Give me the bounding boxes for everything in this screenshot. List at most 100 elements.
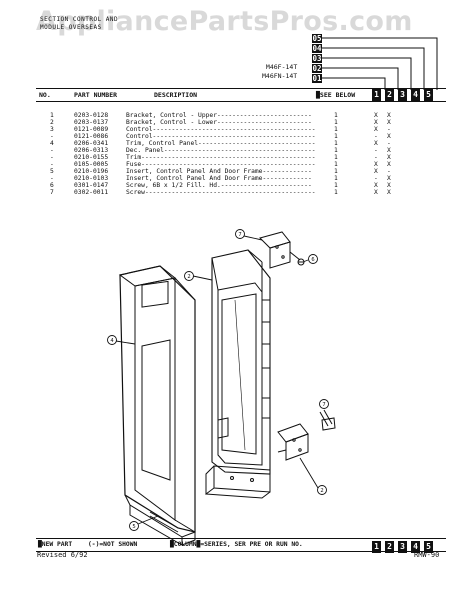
row-c2: X bbox=[387, 182, 391, 189]
right-bracket bbox=[277, 423, 309, 461]
row-no: 6 bbox=[50, 182, 54, 189]
row-part: 0210-0155 bbox=[74, 154, 109, 161]
row-desc: Fuse------------------------------------… bbox=[126, 161, 316, 168]
row-qty: 1 bbox=[334, 147, 338, 154]
row-desc: Insert, Control Panel And Door Frame----… bbox=[126, 175, 312, 182]
row-desc: Control---------------------------------… bbox=[126, 133, 316, 140]
col-num-3: 3 bbox=[398, 89, 407, 101]
model-numbers: M46F-14T M46FN-14T bbox=[262, 63, 297, 81]
row-no: 7 bbox=[50, 189, 54, 196]
row-c1: - bbox=[374, 175, 378, 182]
control-panel bbox=[211, 249, 271, 475]
row-c1: X bbox=[374, 112, 378, 119]
row-qty: 1 bbox=[334, 189, 338, 196]
row-no: - bbox=[50, 133, 54, 140]
footer-num-5: 5 bbox=[424, 541, 433, 553]
row-part: 0302-0011 bbox=[74, 189, 109, 196]
row-c1: X bbox=[374, 189, 378, 196]
table-header: NO. PART NUMBER DESCRIPTION █SEE BELOW 1… bbox=[36, 88, 446, 102]
table-row: - 0210-0155 Trim------------------------… bbox=[36, 154, 446, 161]
table-row: - 0210-0103 Insert, Control Panel And Do… bbox=[36, 175, 446, 182]
row-c2: - bbox=[387, 126, 391, 133]
callout-4 bbox=[107, 335, 117, 345]
row-desc: Screw-----------------------------------… bbox=[126, 189, 316, 196]
column-box-03: 03 bbox=[312, 54, 322, 63]
row-qty: 1 bbox=[334, 119, 338, 126]
section-title-line1: SECTION CONTROL AND bbox=[40, 16, 119, 23]
column-legend: █COLUMN█=SERIES, SER PRE OR RUN NO. bbox=[170, 541, 303, 548]
callout-label: 6 bbox=[311, 257, 314, 263]
row-c2: X bbox=[387, 189, 391, 196]
callout-2-bottom bbox=[317, 485, 327, 495]
row-part: 0210-0196 bbox=[74, 168, 109, 175]
footer-num-3: 3 bbox=[398, 541, 407, 553]
row-desc: Trim, Control Panel---------------------… bbox=[126, 140, 316, 147]
section-title-line2: MODULE OVERSEAS bbox=[40, 24, 102, 31]
row-qty: 1 bbox=[334, 140, 338, 147]
row-c2: - bbox=[387, 168, 391, 175]
row-desc: Dec. Panel------------------------------… bbox=[126, 147, 316, 154]
revised-date: Revised 6/92 bbox=[37, 551, 88, 559]
row-qty: 1 bbox=[334, 161, 338, 168]
row-c2: - bbox=[387, 140, 391, 147]
row-qty: 1 bbox=[334, 126, 338, 133]
row-part: 0210-0103 bbox=[74, 175, 109, 182]
callout-bubbles bbox=[107, 229, 329, 531]
row-no: - bbox=[50, 147, 54, 154]
row-qty: 1 bbox=[334, 182, 338, 189]
row-c2: X bbox=[387, 112, 391, 119]
row-no: - bbox=[50, 154, 54, 161]
section-title: SECTION CONTROL AND MODULE OVERSEAS bbox=[40, 16, 118, 32]
table-row: 3 0121-0089 Control---------------------… bbox=[36, 126, 446, 133]
row-desc: Screw, 6B x 1/2 Fill. Hd.---------------… bbox=[126, 182, 312, 189]
not-shown-legend: (-)=NOT SHOWN bbox=[88, 541, 138, 548]
row-part: 0301-0147 bbox=[74, 182, 109, 189]
row-part: 0203-0137 bbox=[74, 119, 109, 126]
row-c1: - bbox=[374, 154, 378, 161]
row-c1: X bbox=[374, 140, 378, 147]
screw-right bbox=[319, 409, 336, 431]
table-row: 7 0302-0011 Screw-----------------------… bbox=[36, 189, 446, 196]
footer-num-1: 1 bbox=[372, 541, 381, 553]
row-c2: X bbox=[387, 147, 391, 154]
callout-7-top bbox=[235, 229, 245, 239]
column-box-02: 02 bbox=[312, 64, 322, 73]
legend-footer: █NEW PART (-)=NOT SHOWN █COLUMN█=SERIES,… bbox=[36, 538, 446, 553]
col-no: NO. bbox=[39, 91, 51, 99]
row-c1: X bbox=[374, 168, 378, 175]
table-row: 4 0206-0341 Trim, Control Panel---------… bbox=[36, 140, 446, 147]
row-qty: 1 bbox=[334, 112, 338, 119]
row-part: 0121-0086 bbox=[74, 133, 109, 140]
row-c1: X bbox=[374, 182, 378, 189]
callout-label: 2 bbox=[320, 488, 323, 494]
row-no: 5 bbox=[50, 168, 54, 175]
table-row: 5 0210-0196 Insert, Control Panel And Do… bbox=[36, 168, 446, 175]
col-num-4: 4 bbox=[411, 89, 420, 101]
row-c1: X bbox=[374, 126, 378, 133]
table-row: - 0121-0086 Control---------------------… bbox=[36, 133, 446, 140]
row-c2: X bbox=[387, 133, 391, 140]
column-box-05: 05 bbox=[312, 34, 322, 43]
table-row: 6 0301-0147 Screw, 6B x 1/2 Fill. Hd.---… bbox=[36, 182, 446, 189]
callout-label: 5 bbox=[132, 524, 135, 530]
col-description: DESCRIPTION bbox=[154, 91, 198, 99]
model-1: M46F-14T bbox=[265, 63, 298, 71]
col-num-2: 2 bbox=[385, 89, 394, 101]
row-qty: 1 bbox=[334, 175, 338, 182]
row-part: 0121-0089 bbox=[74, 126, 109, 133]
row-c1: - bbox=[374, 147, 378, 154]
row-c1: - bbox=[374, 133, 378, 140]
col-see-below: █SEE BELOW bbox=[316, 91, 356, 99]
row-desc: Control---------------------------------… bbox=[126, 126, 316, 133]
col-num-5: 5 bbox=[424, 89, 433, 101]
row-part: 0105-0005 bbox=[74, 161, 109, 168]
col-num-1: 1 bbox=[372, 89, 381, 101]
watermark: AppliancePartsPros.com bbox=[36, 6, 413, 37]
row-no: 3 bbox=[50, 126, 54, 133]
page-code: RMW-90 bbox=[414, 551, 440, 559]
col-part-number: PART NUMBER bbox=[74, 91, 118, 99]
row-part: 0206-0313 bbox=[74, 147, 109, 154]
row-desc: Insert, Control Panel And Door Frame----… bbox=[126, 168, 312, 175]
